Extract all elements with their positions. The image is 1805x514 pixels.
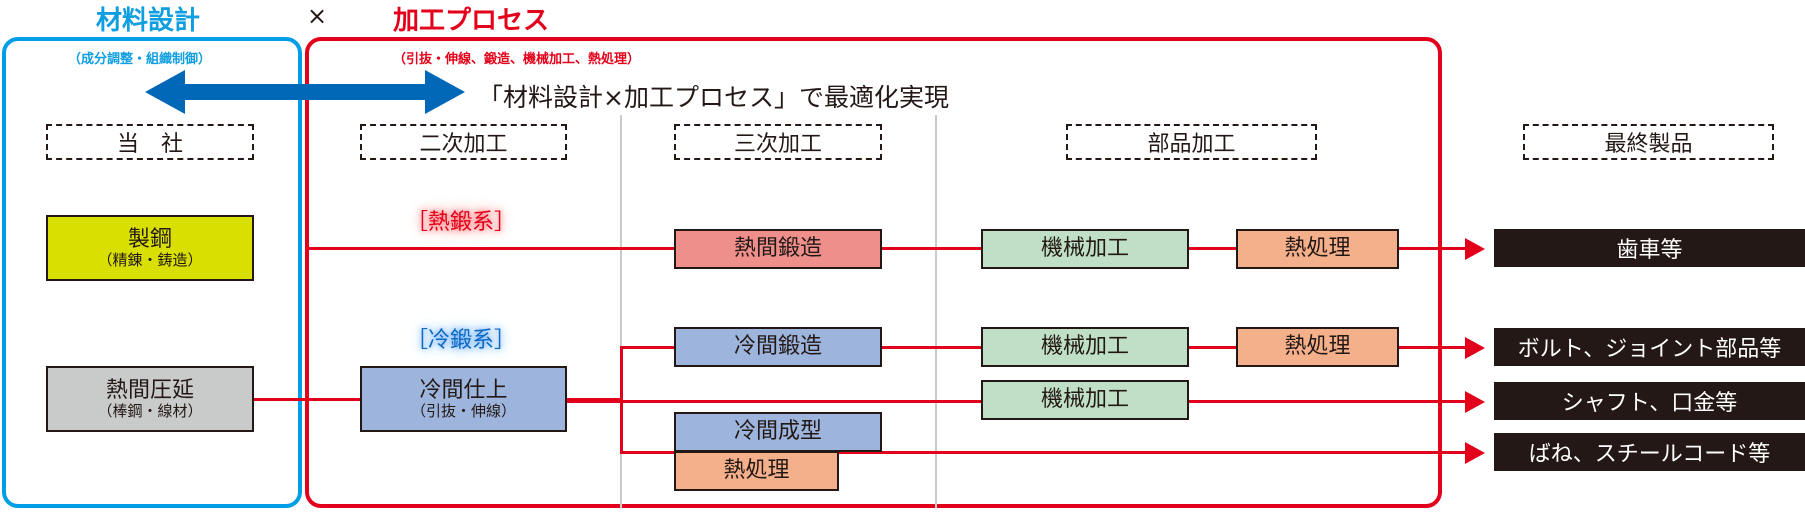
cold-finishing-title: 冷間仕上	[419, 377, 508, 403]
machining-box-3: 機械加工	[981, 380, 1189, 420]
heat-treatment-box-2: 熱処理	[1236, 327, 1399, 367]
processing-subtitle: （引抜・伸線、鍛造、機械加工、熱処理）	[393, 52, 641, 67]
hot-forging-box: 熱間鍛造	[674, 229, 882, 269]
arrow-right-icon	[1465, 337, 1485, 359]
times-symbol: ×	[307, 2, 328, 30]
material-design-heading: 材料設計	[96, 6, 201, 36]
stage-parts: 部品加工	[1066, 124, 1317, 160]
product-gears: 歯車等	[1494, 229, 1805, 267]
cold-forging-category: ［冷鍛系］	[406, 328, 517, 353]
product-bolts-joints: ボルト、ジョイント部品等	[1494, 328, 1805, 366]
processing-heading: 加工プロセス	[393, 6, 550, 36]
stage-final-products: 最終製品	[1523, 124, 1774, 160]
material-design-subtitle: （成分調整・組織制御）	[68, 52, 212, 67]
stage-secondary: 二次加工	[360, 124, 567, 160]
cold-forming-box: 冷間成型	[674, 412, 882, 452]
optimization-text: 「材料設計×加工プロセス」で最適化実現	[478, 83, 949, 112]
arrow-right-icon	[1465, 238, 1485, 260]
steelmaking-title: 製鋼	[127, 226, 172, 252]
flow-line-forming	[620, 451, 1465, 454]
flow-line	[620, 346, 623, 452]
flow-line-hot	[305, 247, 1465, 250]
hot-rolling-box: 熱間圧延 （棒鋼・線材）	[46, 366, 254, 432]
flow-line	[305, 246, 308, 400]
cold-finishing-subtitle: （引抜・伸線）	[410, 402, 516, 421]
machining-box-2: 機械加工	[981, 327, 1189, 367]
steelmaking-box: 製鋼 （精錬・鋳造）	[46, 215, 254, 281]
arrow-right-icon	[1465, 442, 1485, 464]
column-divider	[935, 115, 937, 508]
stage-company: 当 社	[46, 124, 254, 160]
hot-rolling-title: 熱間圧延	[105, 377, 194, 403]
column-divider	[620, 115, 622, 508]
double-arrow-icon	[145, 70, 465, 114]
cold-forging-box: 冷間鍛造	[674, 327, 882, 367]
product-shafts-caps: シャフト、口金等	[1494, 382, 1805, 420]
cold-finishing-box: 冷間仕上 （引抜・伸線）	[360, 366, 567, 432]
arrow-right-icon	[1465, 391, 1485, 413]
steelmaking-subtitle: （精錬・鋳造）	[97, 251, 203, 270]
hot-forging-category: ［熱鍛系］	[406, 210, 517, 235]
tertiary-heat-treatment-box: 熱処理	[674, 451, 839, 491]
hot-rolling-subtitle: （棒鋼・線材）	[97, 402, 203, 421]
material-design-frame	[2, 37, 302, 508]
heat-treatment-box-1: 熱処理	[1236, 229, 1399, 269]
machining-box-1: 機械加工	[981, 229, 1189, 269]
product-springs-cords: ばね、スチールコード等	[1494, 433, 1805, 471]
stage-tertiary: 三次加工	[674, 124, 882, 160]
